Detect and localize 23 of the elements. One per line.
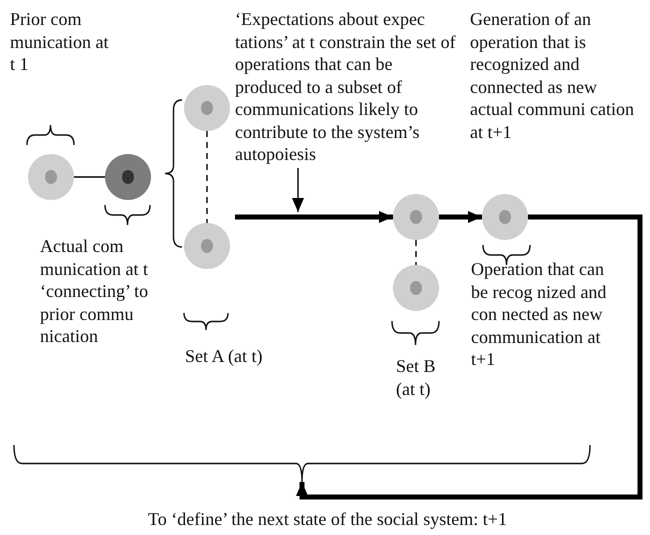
circle-node xyxy=(393,194,439,240)
circle-node xyxy=(184,85,230,131)
dashed-line xyxy=(415,240,417,265)
caption-text: Set B (at t) xyxy=(396,355,437,400)
circle-node xyxy=(482,194,528,240)
dashed-line xyxy=(206,131,208,223)
annotation-text: ‘Expectations about expec tations’ at t constrain the set of operations that can be produced to a subset of communications likely to contribute to the system’s autopoiesis xyxy=(235,8,457,166)
caption-text: Set A (at t) xyxy=(185,345,264,368)
caption-text: Actual com munication at t ‘connecting’ to prior commu nication xyxy=(40,235,150,348)
caption-text: Generation of an operation that is recognized and connected as new actual communi cation at t+1 xyxy=(470,8,635,143)
circle-node xyxy=(393,265,439,311)
caption-text: Prior com munication at t 1 xyxy=(10,8,110,76)
connector-line xyxy=(74,176,105,178)
circle-node xyxy=(105,154,151,200)
caption-text: Operation that can be recog nized and con nected as new communication at t+1 xyxy=(471,258,608,370)
caption-text: To ‘define’ the next state of the social system: t+1 xyxy=(148,508,508,530)
arrow xyxy=(235,211,393,223)
circle-node xyxy=(28,154,74,200)
curly-brace xyxy=(13,444,591,483)
circle-node xyxy=(184,223,230,269)
arrow xyxy=(296,214,642,500)
arrow xyxy=(292,168,304,212)
arrow xyxy=(439,211,482,223)
